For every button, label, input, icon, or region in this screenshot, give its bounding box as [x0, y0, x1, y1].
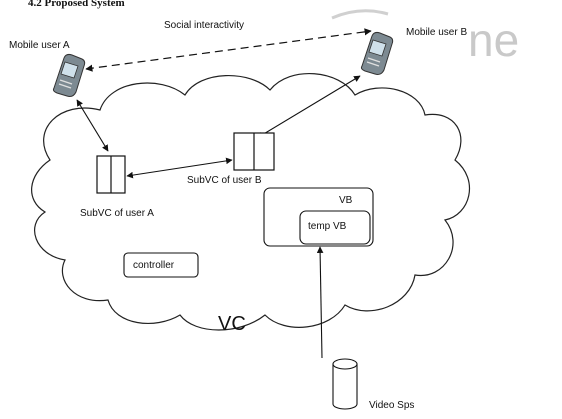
subvc-b-box — [233, 132, 275, 171]
watermark-swoosh — [331, 9, 389, 20]
mobile-phone-b-icon — [360, 31, 394, 75]
vc-label: VC — [218, 313, 246, 335]
temp-vb-box — [299, 210, 371, 245]
subvc-a-label: SubVC of user A — [80, 208, 154, 219]
controller-box — [123, 252, 199, 278]
video-sps-to-temp-vb-arrow — [316, 246, 324, 359]
subvc-a-box — [96, 155, 126, 194]
subvc-a-to-subvc-b-arrow — [126, 157, 233, 179]
mobile-b-to-subvc-b-arrow — [256, 75, 361, 139]
mobile-phone-a-icon — [52, 53, 86, 97]
mobile-user-b-label: Mobile user B — [406, 27, 467, 38]
mobile-a-to-subvc-a-arrow — [76, 99, 109, 152]
video-sps-database-icon — [332, 358, 358, 410]
controller-label: controller — [133, 260, 175, 271]
subvc-b-label: SubVC of user B — [187, 175, 262, 186]
mobile-user-a-label: Mobile user A — [9, 40, 70, 51]
social-interactivity-label: Social interactivity — [164, 20, 244, 31]
video-sps-label: Video Sps — [369, 400, 414, 411]
social-interactivity-arrow — [85, 28, 372, 72]
watermark-text: ne — [468, 14, 519, 66]
temp-vb-label: temp VB — [308, 221, 347, 232]
section-heading: 4.2 Proposed System — [28, 0, 125, 9]
vc-cloud — [31, 72, 471, 331]
vb-label: VB — [339, 195, 353, 206]
